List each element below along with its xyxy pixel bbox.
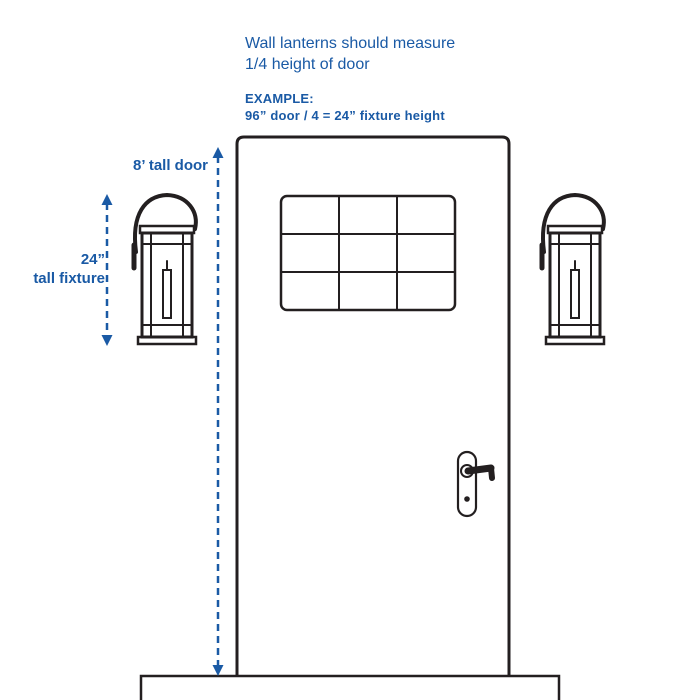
fixture-height-label: 24” tall fixture	[33, 250, 105, 288]
door-window-grid	[279, 194, 457, 312]
example-heading: EXAMPLE:	[245, 91, 314, 106]
diagram-title-line2: 1/4 height of door	[245, 56, 370, 73]
fixture-height-value: 24”	[80, 251, 105, 268]
door-step	[139, 674, 561, 700]
wall-lantern-left	[134, 195, 196, 344]
door-handle	[456, 450, 495, 518]
door-panel	[235, 135, 511, 700]
example-formula: 96” door / 4 = 24” fixture height	[245, 108, 445, 123]
door-height-label: 8’ tall door	[132, 157, 208, 174]
door-height-dimension	[212, 147, 224, 676]
arrow-up-icon	[101, 194, 113, 205]
arrow-down-icon	[212, 665, 224, 676]
fixture-height-dimension	[101, 194, 113, 346]
wall-lantern-right	[542, 195, 604, 344]
arrow-up-icon	[212, 147, 224, 158]
diagram-title-line1: Wall lanterns should measure	[245, 35, 456, 52]
arrow-down-icon	[101, 335, 113, 346]
fixture-height-caption: tall fixture	[33, 270, 105, 287]
